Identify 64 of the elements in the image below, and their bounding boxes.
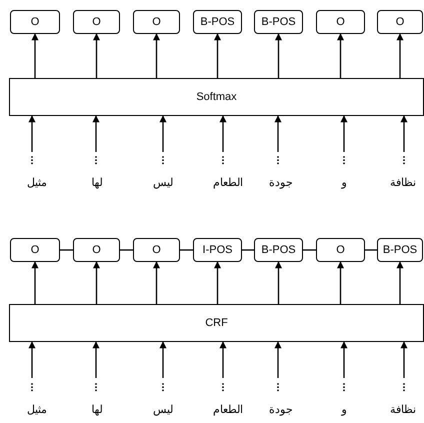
arrow	[160, 341, 166, 378]
tag-box: O	[316, 10, 365, 34]
tag-box: B-POS	[254, 238, 303, 262]
arrow	[340, 115, 348, 152]
arrow	[214, 261, 221, 304]
word-label: ليس	[153, 403, 173, 416]
arrow	[32, 261, 38, 304]
layer-bar: CRF	[9, 304, 424, 342]
tag-box: I-POS	[193, 238, 242, 262]
arrow	[337, 261, 344, 304]
arrow	[28, 115, 36, 152]
arrow	[396, 261, 404, 304]
connector-line	[180, 249, 193, 251]
connector-line	[120, 249, 133, 251]
arrow	[340, 341, 348, 378]
word-label: الطعام	[213, 403, 243, 416]
arrow	[274, 341, 282, 378]
arrow	[274, 115, 282, 152]
connector-line	[303, 249, 316, 251]
word-label: مثيل	[27, 176, 47, 189]
tag-box: O	[10, 238, 60, 262]
word-label: و	[342, 403, 346, 416]
arrow	[220, 115, 226, 152]
word-label: لها	[92, 403, 102, 416]
connector-line	[242, 249, 254, 251]
word-label: الطعام	[213, 176, 243, 189]
word-label: نظافة	[390, 176, 416, 189]
arrow	[92, 341, 100, 378]
word-label: مثيل	[27, 403, 47, 416]
arrow	[92, 115, 100, 152]
tag-box: B-POS	[377, 238, 423, 262]
arrow	[275, 33, 282, 78]
word-label: نظافة	[390, 403, 416, 416]
word-label: و	[342, 176, 346, 189]
arrow	[396, 33, 404, 78]
tag-box: O	[73, 238, 120, 262]
word-label: لها	[92, 176, 102, 189]
tag-box: B-POS	[254, 10, 303, 34]
arrow	[160, 115, 166, 152]
arrow	[153, 261, 160, 304]
arrow	[32, 33, 38, 78]
tag-box: B-POS	[193, 10, 242, 34]
word-label: ليس	[153, 176, 173, 189]
arrow	[93, 33, 100, 78]
arrow	[93, 261, 100, 304]
connector-line	[60, 249, 73, 251]
tag-box: O	[316, 238, 365, 262]
connector-line	[365, 249, 377, 251]
tag-box: O	[73, 10, 120, 34]
arrow	[400, 341, 408, 378]
arrow	[153, 33, 160, 78]
arrow	[337, 33, 344, 78]
arrow	[214, 33, 221, 78]
arrow	[275, 261, 282, 304]
arrow	[400, 115, 408, 152]
tag-box: O	[133, 238, 180, 262]
word-label: جودة	[269, 176, 293, 189]
tag-box: O	[133, 10, 180, 34]
word-label: جودة	[269, 403, 293, 416]
arrow	[28, 341, 36, 378]
layer-bar: Softmax	[9, 78, 424, 116]
tag-box: O	[10, 10, 60, 34]
arrow	[220, 341, 226, 378]
tag-box: O	[377, 10, 423, 34]
